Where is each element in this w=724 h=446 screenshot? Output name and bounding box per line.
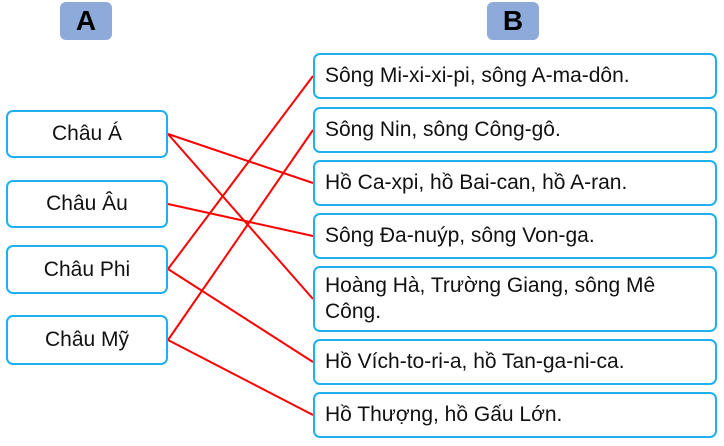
right-item-4[interactable]: Sông Đa-nuýp, sông Von-ga.	[313, 213, 717, 259]
column-b-header: B	[487, 2, 539, 40]
connection-line	[167, 133, 314, 300]
connection-line	[167, 75, 314, 270]
connection-line	[167, 203, 314, 237]
left-item-chau-a[interactable]: Châu Á	[6, 110, 168, 158]
right-item-2[interactable]: Sông Nin, sông Công-gô.	[313, 107, 717, 153]
right-item-6[interactable]: Hồ Vích-to-ri-a, hồ Tan-ga-ni-ca.	[313, 339, 717, 385]
connection-line	[167, 133, 314, 184]
column-a-header: A	[60, 2, 112, 40]
left-item-chau-au[interactable]: Châu Âu	[6, 180, 168, 228]
right-item-7[interactable]: Hồ Thượng, hồ Gấu Lớn.	[313, 392, 717, 438]
connection-line	[167, 339, 314, 416]
right-item-3[interactable]: Hồ Ca-xpi, hồ Bai-can, hồ A-ran.	[313, 160, 717, 206]
connection-line	[167, 268, 314, 363]
right-item-1[interactable]: Sông Mi-xi-xi-pi, sông A-ma-dôn.	[313, 53, 717, 99]
connection-line	[167, 129, 314, 341]
left-item-chau-my[interactable]: Châu Mỹ	[6, 315, 168, 365]
right-item-5[interactable]: Hoàng Hà, Trường Giang, sông Mê Công.	[313, 266, 717, 332]
left-item-chau-phi[interactable]: Châu Phi	[6, 245, 168, 294]
